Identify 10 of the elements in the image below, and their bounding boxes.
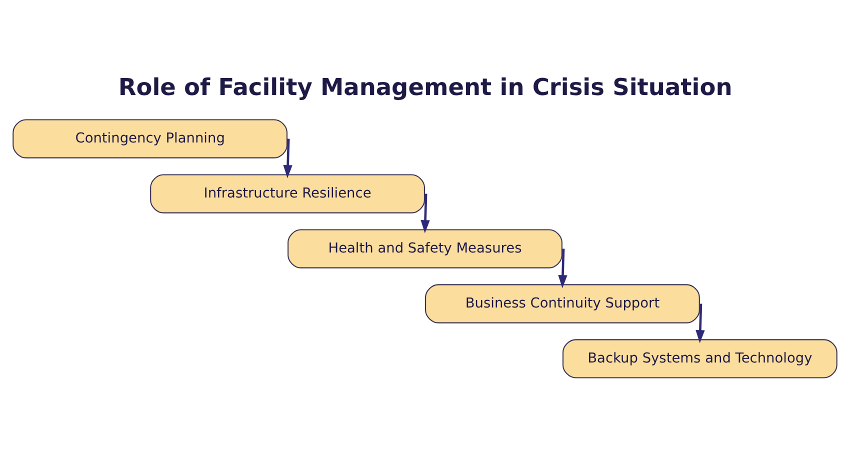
node-box: Infrastructure Resilience <box>150 174 425 213</box>
arrow <box>420 193 430 233</box>
arrow <box>696 303 705 343</box>
arrow <box>558 248 568 288</box>
diagram-title: Role of Facility Management in Crisis Situation <box>118 74 732 101</box>
arrow <box>283 138 292 178</box>
node-box: Backup Systems and Technology <box>562 338 838 378</box>
node-box: Contingency Planning <box>12 118 288 158</box>
node-box: Business Continuity Support <box>425 284 700 323</box>
node-box: Health and Safety Measures <box>288 228 562 268</box>
